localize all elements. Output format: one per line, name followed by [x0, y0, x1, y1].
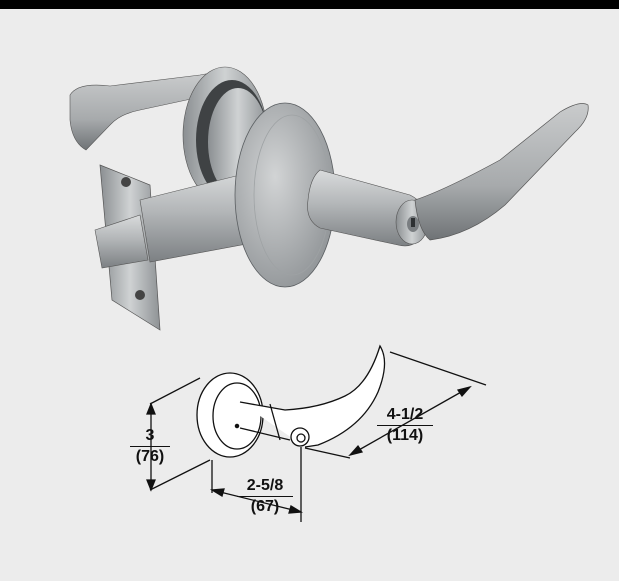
height-dimension-label: 3 (76) — [130, 428, 170, 465]
depth-dimension-label: 2-5/8 (67) — [237, 478, 293, 515]
depth-imperial: 2-5/8 — [246, 477, 284, 494]
height-metric: (76) — [130, 446, 170, 465]
lever-lockset-photo — [69, 66, 589, 331]
top-bar — [0, 0, 619, 9]
height-imperial: 3 — [145, 427, 155, 444]
length-imperial: 4-1/2 — [386, 406, 424, 423]
length-dimension-label: 4-1/2 (114) — [377, 407, 433, 444]
depth-metric: (67) — [237, 496, 293, 515]
dimension-drawing — [146, 344, 487, 522]
length-metric: (114) — [377, 425, 433, 444]
